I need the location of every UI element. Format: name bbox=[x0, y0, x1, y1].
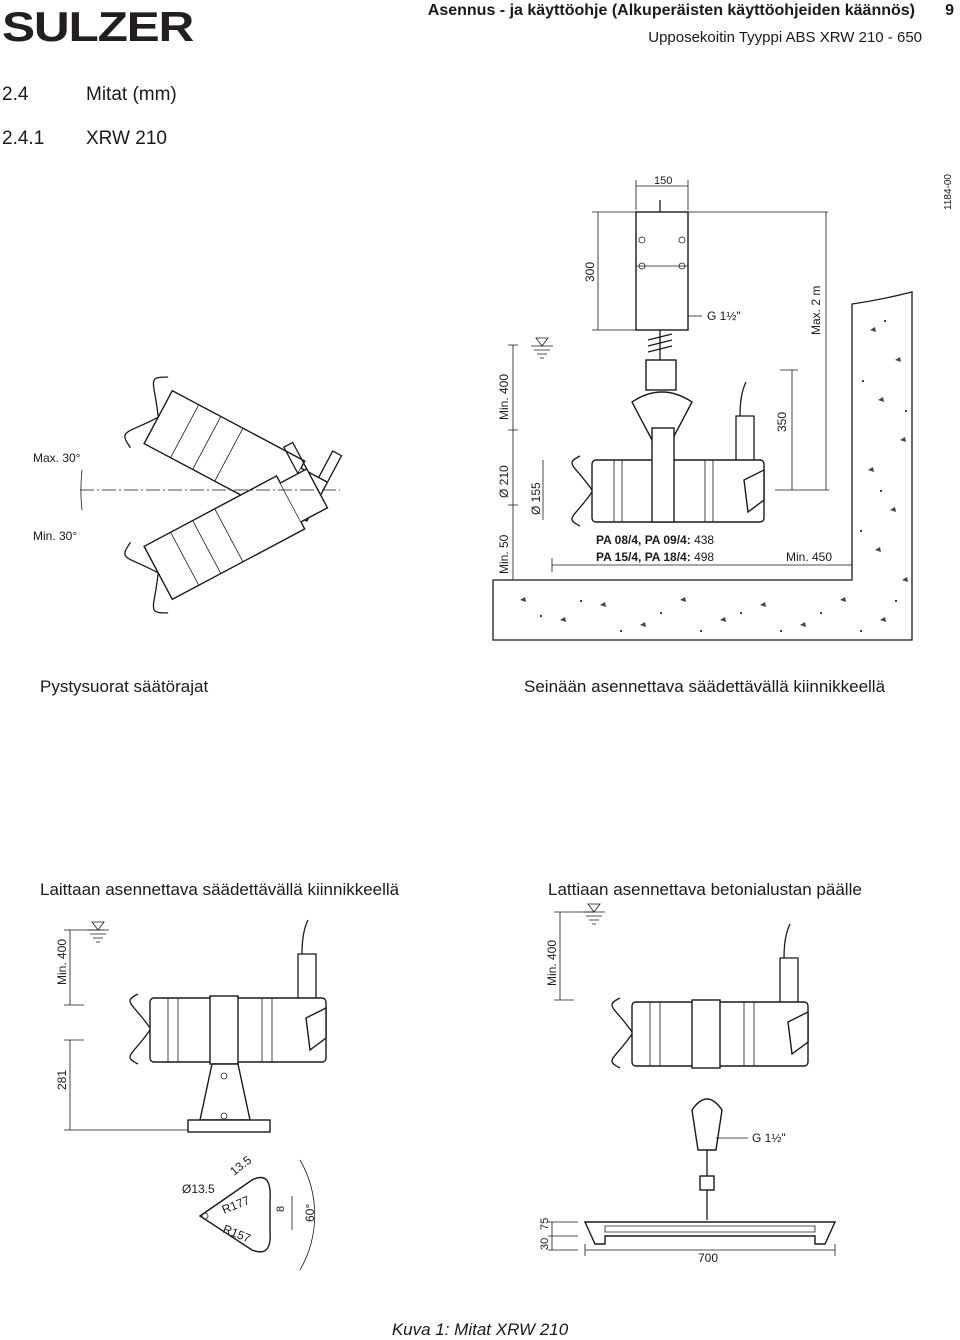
caption-floor-bracket: Laittaan asennettava säädettävällä kiinn… bbox=[40, 880, 400, 899]
page-number: 9 bbox=[945, 2, 954, 19]
d281-label: 281 bbox=[55, 1070, 69, 1090]
document-title: Asennus - ja käyttöohje (Alkuperäisten k… bbox=[427, 2, 915, 19]
d13_5-label: 13.5 bbox=[227, 1153, 254, 1179]
d8-label: 8 bbox=[275, 1206, 287, 1212]
bottom-right-drawing: Min. 400 G 1½" 30 75 700 bbox=[539, 903, 837, 1265]
document-subtitle: Upposekoitin Tyyppi ABS XRW 210 - 650 bbox=[648, 29, 922, 46]
min50-label: Min. 50 bbox=[497, 534, 511, 574]
dim-max2m bbox=[688, 211, 829, 491]
dim-min400 bbox=[64, 929, 104, 1006]
dim-700 bbox=[584, 1244, 836, 1256]
section-number: 2.4 bbox=[2, 84, 29, 105]
dim-350 bbox=[780, 369, 798, 490]
dim-30-75 bbox=[548, 1221, 578, 1251]
bracket-mounted-mixer bbox=[129, 919, 327, 1133]
min450-label: Min. 450 bbox=[786, 550, 832, 564]
d75-label: 75 bbox=[539, 1218, 551, 1230]
dia210-label: Ø 210 bbox=[497, 465, 511, 498]
max-angle-label: Max. 30° bbox=[33, 451, 81, 465]
water-level-symbol bbox=[87, 921, 109, 943]
top-dimension-drawing: 1184-00 Max. 30° Min. 30° Min. 4 bbox=[33, 174, 954, 641]
d300-label: 300 bbox=[583, 262, 597, 282]
section-title: Mitat (mm) bbox=[86, 84, 177, 105]
bottom-left-drawing: Min. 400 281 Ø13.5 13.5 R177 R157 8 60° bbox=[55, 919, 327, 1271]
pa-line-2: PA 15/4, PA 18/4: 498 bbox=[596, 550, 714, 564]
d700-label: 700 bbox=[698, 1251, 718, 1265]
subsection-number: 2.4.1 bbox=[2, 128, 45, 149]
thread-label: G 1½" bbox=[752, 1131, 786, 1145]
min400-label: Min. 400 bbox=[55, 939, 69, 985]
angle-arc bbox=[80, 469, 83, 511]
wall-mounted-mixer bbox=[571, 200, 765, 527]
dim-281 bbox=[64, 1039, 188, 1131]
pa-line-1: PA 08/4, PA 09/4: 438 bbox=[596, 533, 714, 547]
concrete-wall-floor bbox=[492, 291, 913, 641]
dim-300 bbox=[592, 211, 636, 331]
dim-min400 bbox=[554, 911, 594, 1001]
d30-label: 30 bbox=[539, 1238, 551, 1250]
min-angle-label: Min. 30° bbox=[33, 529, 77, 543]
caption-vertical-limits: Pystysuorat säätörajat bbox=[40, 677, 209, 696]
left-vertical-dimension bbox=[508, 344, 518, 581]
dia155-label: Ø 155 bbox=[529, 482, 543, 515]
min400-label: Min. 400 bbox=[545, 940, 559, 986]
dia13_5-label: Ø13.5 bbox=[182, 1182, 215, 1196]
d350-label: 350 bbox=[775, 412, 789, 432]
bracket-foot-plan bbox=[198, 1159, 316, 1271]
dim-min450 bbox=[551, 558, 853, 572]
min400-label: Min. 400 bbox=[497, 374, 511, 420]
max2m-label: Max. 2 m bbox=[809, 286, 823, 335]
subsection-title: XRW 210 bbox=[86, 128, 167, 149]
caption-wall-mount: Seinään asennettava säädettävällä kiinni… bbox=[524, 677, 886, 696]
tilted-mixer-min bbox=[124, 441, 329, 614]
water-level-symbol bbox=[531, 337, 553, 359]
sulzer-logo: SULZER bbox=[2, 3, 194, 50]
caption-floor-concrete: Lattiaan asennettava betonialustan pääll… bbox=[548, 880, 862, 899]
water-level-symbol bbox=[583, 903, 605, 925]
drawing-id: 1184-00 bbox=[943, 174, 954, 210]
thread-label: G 1½" bbox=[707, 309, 741, 323]
dim-150 bbox=[635, 180, 689, 210]
a60-label: 60° bbox=[303, 1204, 317, 1222]
figure-caption: Kuva 1: Mitat XRW 210 bbox=[391, 1320, 569, 1339]
d150-label: 150 bbox=[654, 175, 672, 187]
concrete-mounted-mixer bbox=[583, 923, 837, 1245]
